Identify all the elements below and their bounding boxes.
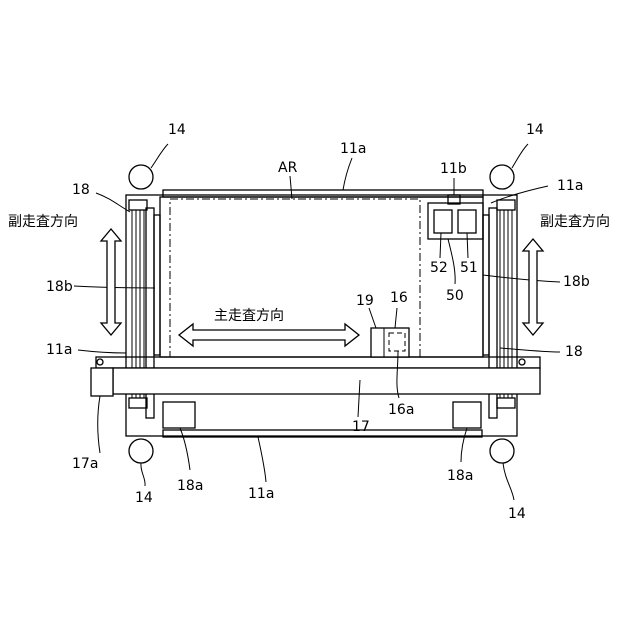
label-50: 50	[446, 288, 464, 304]
corner-block-bl	[129, 398, 147, 408]
corner-block-tr	[497, 200, 515, 210]
carriage-19	[371, 328, 409, 357]
label-ar: AR	[278, 160, 298, 176]
leader-18-tl	[96, 193, 130, 212]
leader-11a-bottom	[258, 437, 266, 482]
leader-14-bl	[141, 463, 145, 486]
label-11a-bottom: 11a	[248, 486, 274, 502]
leader-50	[448, 239, 455, 284]
leader-51	[467, 233, 468, 258]
sensor-52	[434, 210, 452, 233]
label-sub-scan-left: 副走査方向	[8, 214, 78, 230]
caster-bottom-right	[490, 439, 514, 463]
foot-18a-left	[163, 402, 195, 428]
corner-block-tl	[129, 200, 147, 210]
label-14-tl: 14	[168, 122, 186, 138]
label-18-r: 18	[565, 344, 583, 360]
label-17: 17	[352, 419, 370, 435]
label-51: 51	[460, 260, 478, 276]
leader-11a-left	[78, 350, 126, 353]
label-18a-right: 18a	[447, 468, 473, 484]
label-14-br: 14	[508, 506, 526, 522]
corner-block-br	[497, 398, 515, 408]
leader-16	[395, 308, 397, 328]
leader-18a-right	[461, 428, 467, 462]
leader-18b-r	[483, 275, 560, 282]
gantry-bar-17	[113, 368, 540, 394]
leader-17a	[98, 396, 100, 453]
label-19: 19	[356, 293, 374, 309]
leader-18-r	[500, 348, 560, 352]
caster-top-right	[490, 165, 514, 189]
label-11a-top: 11a	[340, 141, 366, 157]
leader-14-tl	[151, 144, 168, 168]
gantry-pin-left	[97, 359, 103, 365]
motor-17a	[91, 368, 113, 396]
label-sub-scan-right: 副走査方向	[540, 214, 610, 230]
leader-52	[440, 233, 441, 258]
gantry-top-strip	[96, 357, 540, 368]
leader-19	[369, 308, 376, 328]
main-scan-arrow	[179, 324, 359, 346]
label-18b-r: 18b	[563, 274, 590, 290]
leader-11a-top	[343, 158, 352, 190]
gantry-pin-right	[519, 359, 525, 365]
caster-top-left	[129, 165, 153, 189]
label-14-bl: 14	[135, 490, 153, 506]
label-18-tl: 18	[72, 182, 90, 198]
label-18b-l: 18b	[46, 279, 73, 295]
rail-right-inner	[483, 215, 489, 355]
leader-14-br	[503, 463, 514, 500]
label-16a: 16a	[388, 402, 414, 418]
frame-top-bar	[163, 190, 483, 197]
label-11b: 11b	[440, 161, 467, 177]
sub-scan-arrow-right	[523, 239, 543, 335]
label-17a: 17a	[72, 456, 98, 472]
leader-14-tr	[512, 144, 528, 168]
rail-left-inner	[154, 215, 160, 355]
sensor-51	[458, 210, 476, 233]
label-11a-tr: 11a	[557, 178, 583, 194]
caster-bottom-left	[129, 439, 153, 463]
label-16: 16	[390, 290, 408, 306]
label-52: 52	[430, 260, 448, 276]
foot-18a-right	[453, 402, 481, 428]
sub-scan-arrow-left	[101, 229, 121, 335]
label-11a-left: 11a	[46, 342, 72, 358]
label-18a-left: 18a	[177, 478, 203, 494]
label-14-tr: 14	[526, 122, 544, 138]
leader-18a-left	[180, 428, 190, 470]
label-main-scan: 主走査方向	[214, 308, 284, 324]
